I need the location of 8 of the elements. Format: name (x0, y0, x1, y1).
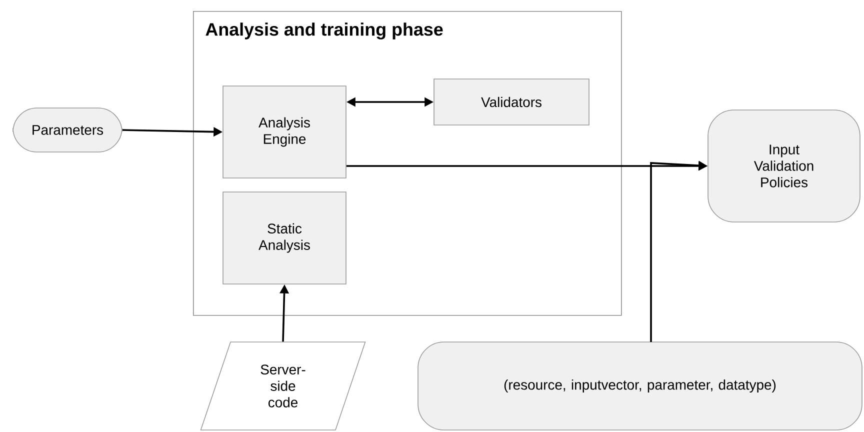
input-terminal: Parameters (12, 108, 122, 152)
output-box: Input Validation Policies (708, 110, 860, 222)
process-box: Static Analysis (222, 192, 346, 284)
process-box: Validators (434, 78, 590, 126)
process-box: Analysis Engine (222, 86, 346, 178)
output-box: (resource, inputvector, parameter, datatype) (418, 342, 862, 430)
group-title: Analysis and training phase (206, 22, 443, 40)
data-parallelogram: Server-side code (200, 342, 366, 430)
